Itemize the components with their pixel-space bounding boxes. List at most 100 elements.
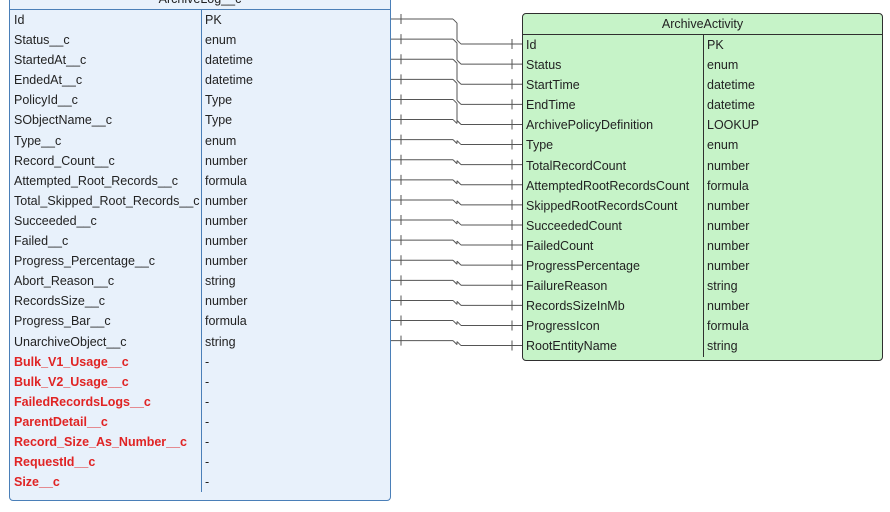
connector-segment	[456, 260, 462, 266]
archiveactivity-field-name: AttemptedRootRecordsCount	[523, 175, 704, 196]
archiveactivity-field-type: enum	[707, 58, 739, 73]
archivelog-field-type: enum	[205, 133, 237, 148]
archivelog-field-row[interactable]: FailedRecordsLogs__c-	[10, 391, 390, 412]
archiveactivity-field-type: string	[707, 339, 738, 354]
archiveactivity-field-name: SucceededCount	[523, 215, 704, 236]
archivelog-field-row[interactable]: Record_Size_As_Number__c-	[10, 431, 390, 453]
connector-segment	[452, 259, 458, 265]
archivelog-field-name: Record_Count__c	[10, 150, 202, 171]
archivelog-field-type: datetime	[205, 53, 253, 68]
connector-segment	[456, 39, 462, 45]
archiveactivity-field-type: LOOKUP	[707, 118, 760, 133]
archivelog-entity[interactable]: ArchiveLog__c IdPKStatus__cenumStartedAt…	[9, 0, 391, 501]
archiveactivity-field-name: SkippedRootRecordsCount	[523, 195, 704, 216]
connector-segment	[456, 220, 462, 226]
archivelog-field-name: Abort_Reason__c	[10, 271, 202, 292]
connector-segment	[456, 240, 462, 246]
archivelog-entity-title: ArchiveLog__c	[10, 0, 390, 10]
archivelog-field-name: Status__c	[10, 30, 202, 51]
archivelog-field-name: Progress_Bar__c	[10, 311, 202, 332]
archivelog-field-type: number	[205, 234, 248, 249]
archiveactivity-field-name: Status	[523, 55, 704, 76]
connector-segment	[456, 120, 462, 125]
connector-segment	[452, 18, 458, 24]
archivelog-field-type: -	[205, 434, 210, 449]
archiveactivity-field-name: EndTime	[523, 95, 704, 116]
archiveactivity-field-type: number	[707, 238, 750, 253]
archiveactivity-field-type: number	[707, 299, 750, 314]
connector-segment	[452, 58, 458, 64]
archivelog-field-row[interactable]: Bulk_V1_Usage__c-	[10, 351, 390, 372]
archiveactivity-field-type: string	[707, 279, 738, 294]
archivelog-field-type: -	[205, 475, 210, 490]
archiveactivity-field-name: TotalRecordCount	[523, 155, 704, 176]
connector-segment	[456, 280, 462, 286]
archivelog-field-type: datetime	[205, 73, 253, 88]
archivelog-field-type: formula	[205, 173, 247, 188]
archivelog-field-row[interactable]: Bulk_V2_Usage__c-	[10, 371, 390, 392]
archivelog-field-name: Failed__c	[10, 231, 202, 252]
archivelog-field-name: Total_Skipped_Root_Records__c	[10, 190, 202, 211]
connector-segment	[452, 139, 458, 145]
archivelog-field-type: -	[205, 374, 210, 389]
archivelog-field-row[interactable]: Size__c-	[10, 472, 390, 493]
connector-segment	[452, 239, 458, 245]
archivelog-field-type: number	[205, 294, 248, 309]
archivelog-field-name: Type__c	[10, 130, 202, 151]
archivelog-field-type: -	[205, 354, 210, 369]
archivelog-field-row[interactable]: ParentDetail__c-	[10, 411, 390, 432]
archivelog-field-name: SObjectName__c	[10, 110, 202, 131]
archiveactivity-field-type: number	[707, 198, 750, 213]
archivelog-field-row[interactable]: RequestId__c-	[10, 452, 390, 473]
connector-segment	[452, 99, 458, 104]
archivelog-field-type: formula	[205, 314, 247, 329]
archiveactivity-entity-title: ArchiveActivity	[523, 14, 882, 35]
archiveactivity-field-name: ArchivePolicyDefinition	[523, 115, 704, 136]
connector-segment	[456, 200, 462, 206]
connector-segment	[456, 79, 462, 85]
archivelog-field-name: RecordsSize__c	[10, 291, 202, 312]
archiveactivity-field-name: ProgressPercentage	[523, 256, 704, 277]
connector-segment	[452, 179, 458, 185]
archivelog-field-name: FailedRecordsLogs__c	[10, 391, 202, 412]
connector-segment	[456, 300, 462, 306]
connector-segment	[452, 300, 458, 305]
archiveactivity-field-name: Id	[523, 35, 704, 56]
archivelog-field-name: UnarchiveObject__c	[10, 331, 202, 352]
